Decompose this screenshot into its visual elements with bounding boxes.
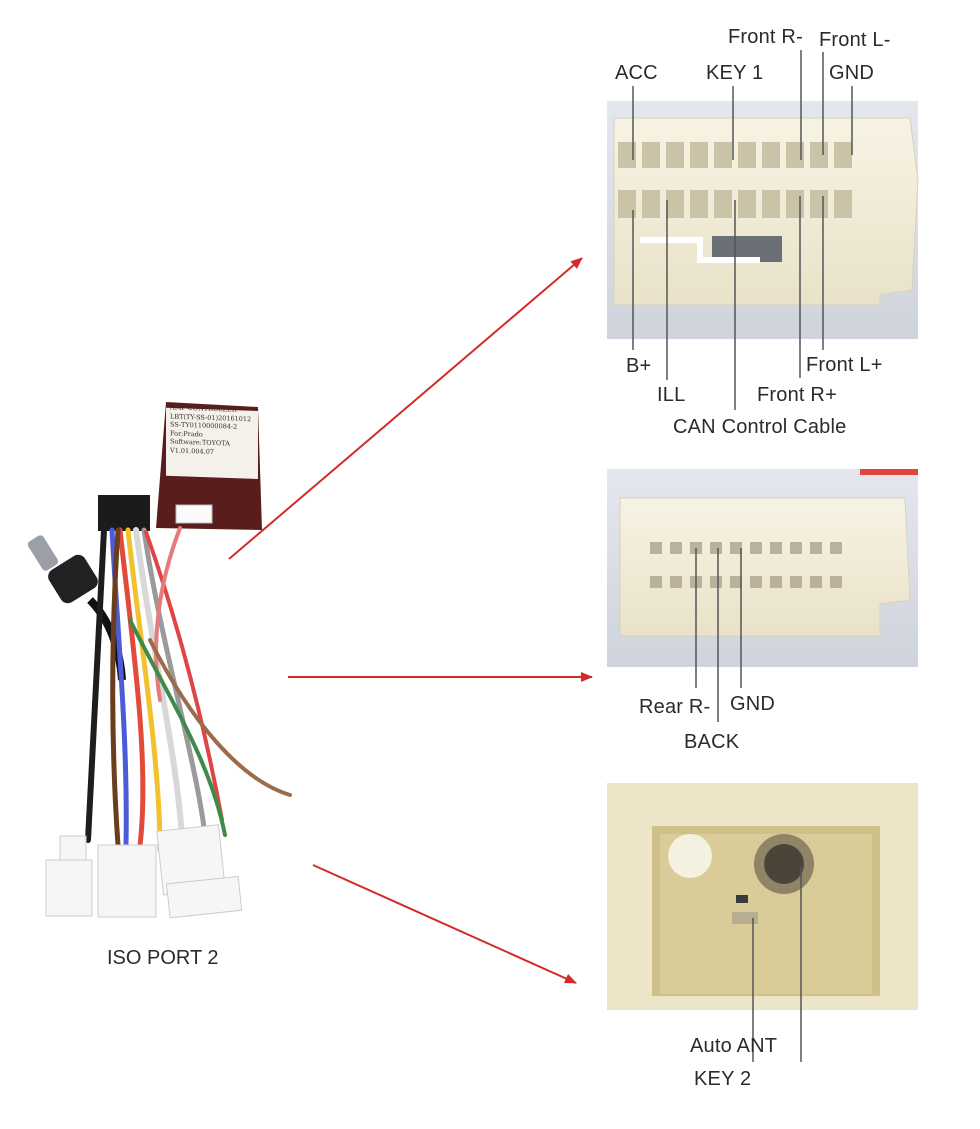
- black-connector: [98, 495, 150, 531]
- module-label-line: Software:TOYOTA V1.01.004.07: [170, 437, 230, 456]
- label-gnd-middle: GND: [730, 693, 776, 715]
- label-key2: KEY 2: [694, 1068, 752, 1090]
- label-front-l-plus: Front L+: [806, 354, 883, 376]
- label-rear-r-minus: Rear R-: [639, 696, 711, 718]
- arrow-to-bottom-connector: [312, 864, 577, 984]
- antenna-plug: [27, 535, 126, 681]
- wire-harness-illustration: [27, 402, 292, 919]
- label-ill: ILL: [657, 384, 686, 406]
- label-back: BACK: [684, 731, 740, 753]
- label-front-r-minus: Front R-: [728, 26, 803, 48]
- label-front-l-minus: Front L-: [819, 29, 891, 51]
- connector-photo-bottom: [607, 783, 918, 1010]
- label-front-r-plus: Front R+: [757, 384, 837, 406]
- connector-photo-middle: [607, 469, 918, 667]
- label-auto-ant: Auto ANT: [690, 1035, 778, 1057]
- leader-lines: [632, 50, 853, 1062]
- harness-caption: ISO PORT 2: [107, 947, 219, 969]
- pointer-arrows: [228, 257, 593, 984]
- amp-controller-module: [156, 402, 262, 530]
- label-can-control-cable: CAN Control Cable: [673, 416, 847, 438]
- module-label-text: AMP CONTROLLER LBT(TY-SS-01)20161012 SS-…: [170, 403, 260, 457]
- label-b-plus: B+: [626, 355, 652, 377]
- wires: [85, 526, 292, 853]
- arrow-to-top-connector: [228, 257, 583, 560]
- label-gnd-top: GND: [829, 62, 875, 84]
- label-acc: ACC: [615, 62, 658, 84]
- white-plugs: [45, 824, 243, 919]
- connector-photo-top: [607, 101, 919, 339]
- label-key1: KEY 1: [706, 62, 764, 84]
